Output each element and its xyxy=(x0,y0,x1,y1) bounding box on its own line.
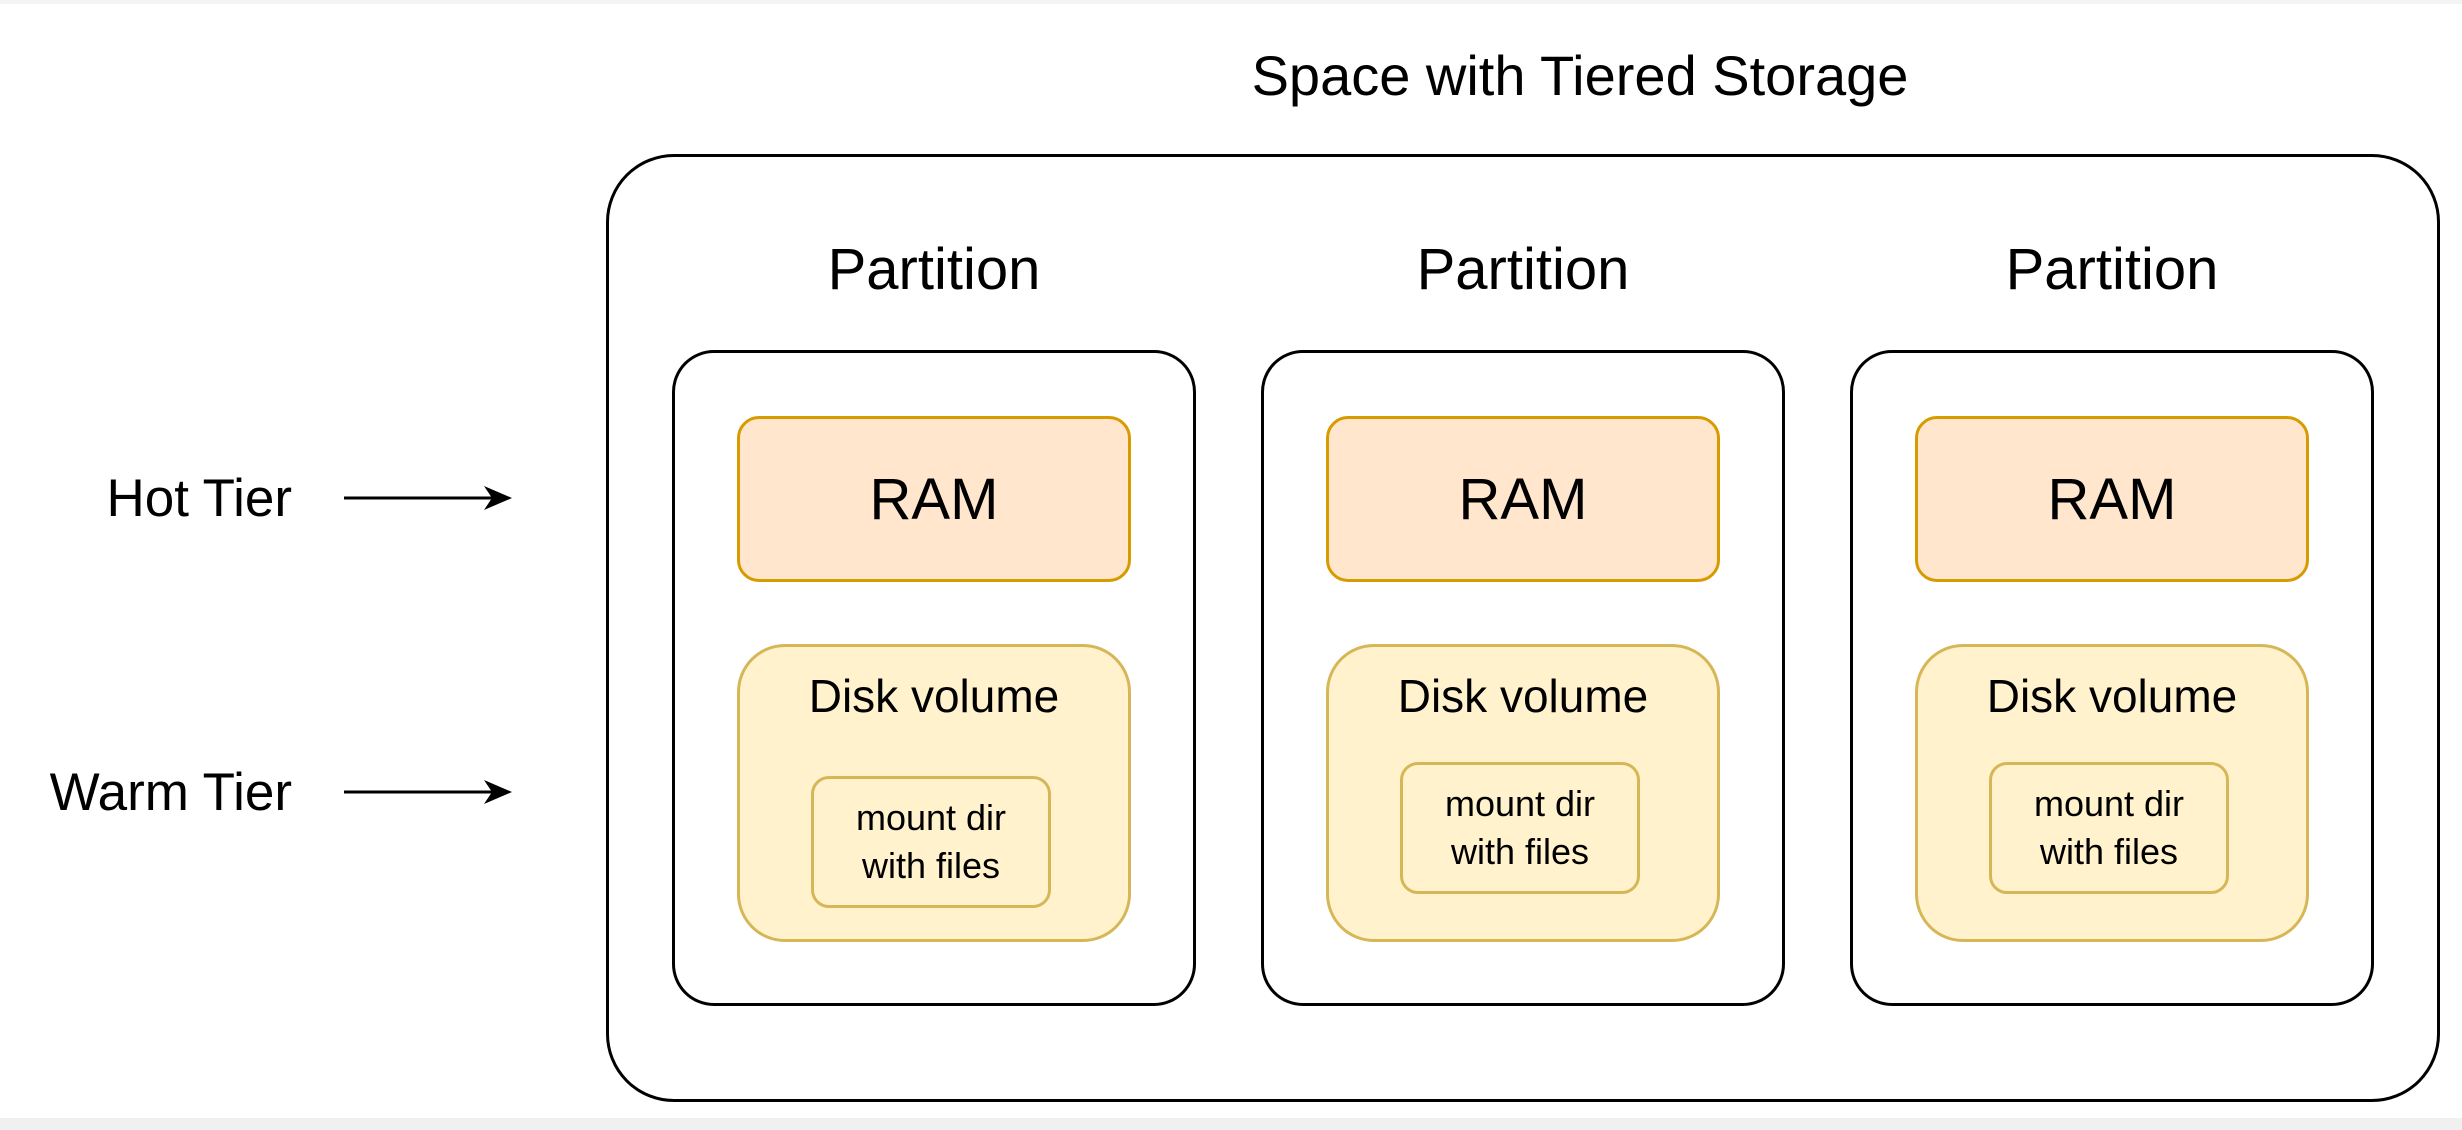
mount-dir-label: mount dir xyxy=(855,797,1007,838)
mount-dir-label: mount dir xyxy=(2033,783,2185,824)
partition-title: Partition xyxy=(1416,236,1630,302)
top-edge xyxy=(0,0,2462,4)
partition-title: Partition xyxy=(2005,236,2219,302)
diagram-title: Space with Tiered Storage xyxy=(1251,43,1909,107)
mount-dir-files-label: with files xyxy=(861,845,1001,886)
warm-tier-label: Warm Tier xyxy=(49,762,292,822)
bottom-edge xyxy=(0,1118,2462,1130)
disk-volume-label: Disk volume xyxy=(1397,670,1649,722)
ram-box: RAM xyxy=(1326,416,1720,582)
partition-title: Partition xyxy=(827,236,1041,302)
ram-box: RAM xyxy=(1915,416,2309,582)
mount-dir-label: mount dir xyxy=(1444,783,1596,824)
ram-box: RAM xyxy=(737,416,1131,582)
mount-dir-files-label: with files xyxy=(1450,831,1590,872)
mount-dir-box: mount dir with files xyxy=(811,776,1051,908)
hot-tier-arrow-icon xyxy=(344,486,512,510)
mount-dir-box: mount dir with files xyxy=(1400,762,1640,894)
mount-dir-box: mount dir with files xyxy=(1989,762,2229,894)
hot-tier-label: Hot Tier xyxy=(106,468,292,528)
mount-dir-files-label: with files xyxy=(2039,831,2179,872)
disk-volume-label: Disk volume xyxy=(808,670,1060,722)
disk-volume-label: Disk volume xyxy=(1986,670,2238,722)
warm-tier-arrow-icon xyxy=(344,780,512,804)
